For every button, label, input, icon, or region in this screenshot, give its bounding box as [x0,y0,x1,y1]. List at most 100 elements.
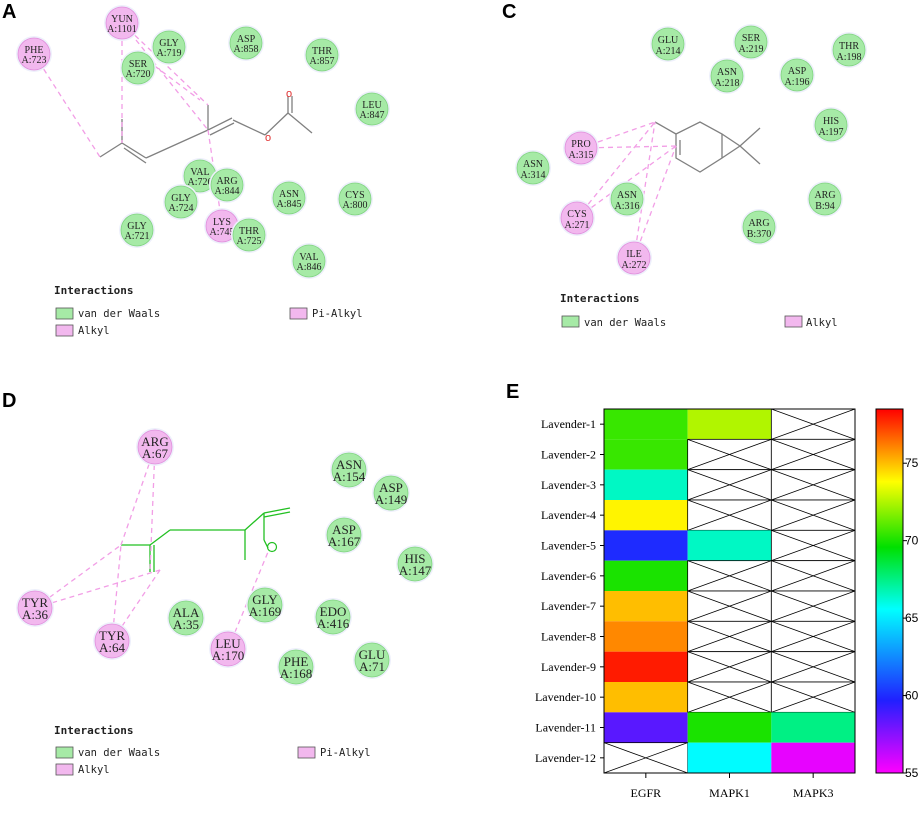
residue-name: ARG [814,190,835,201]
residue-name: ASN [617,190,637,201]
residue-id: A:847 [360,110,385,121]
residue-id: A:67 [142,446,169,461]
heatmap-cross [771,408,856,440]
residue-name: ARG [748,218,769,229]
residue-bubble [560,201,594,235]
heatmap-cell [604,409,688,440]
residue-name: PHE [25,45,44,56]
heatmap-cell [604,621,688,652]
heatmap-cross [687,438,772,471]
heatmap-cell [604,500,688,531]
residue-name: THR [839,41,859,52]
residue-bubble [210,631,246,667]
residue-bubble [734,25,768,59]
panel-a-residues: YUNA:1101PHEA:723GLYA:719SERA:720ASPA:85… [16,5,390,279]
residue-id: A:197 [819,127,844,138]
residue-bubble [610,182,644,216]
heatmap-cell [687,742,772,773]
residue-name: ASN [336,457,363,472]
residue-id: A:168 [280,666,313,681]
residue-id: A:719 [157,48,182,59]
residue-name: GLY [252,592,278,607]
residue-name: TYR [22,595,48,610]
residue-id: A:218 [715,78,740,89]
residue-bubble [832,33,866,67]
row-label: Lavender-7 [541,599,596,613]
residue-bubble [780,58,814,92]
panel-d-legend: Interactions van der Waals Alkyl Pi-Alky… [54,724,371,776]
heatmap-cell [687,409,772,440]
panel-c-label: C [502,1,516,23]
residue-name: VAL [299,252,318,263]
residue-name: ARG [216,176,237,187]
heatmap-cross [771,469,856,501]
residue-name: GLY [127,221,147,232]
residue-name: ILE [626,249,642,260]
residue-id: B:370 [747,229,771,240]
residue-id: B:94 [815,201,834,212]
row-label: Lavender-12 [535,751,596,765]
residue-id: A:315 [569,150,594,161]
row-label: Lavender-1 [541,417,596,431]
colorbar-tick-label: 60 [905,689,919,703]
colorbar-tick-label: 75 [905,456,919,470]
residue-bubble [315,599,351,635]
residue-id: A:196 [785,77,810,88]
panel-a-legend-pialkyl: Pi-Alkyl [312,308,363,320]
residue-id: A:720 [126,69,151,80]
residue-name: LYS [213,217,231,228]
panel-c-legend: Interactions van der Waals Alkyl [560,292,838,329]
colorbar-tick-label: 65 [905,611,919,625]
heatmap-cell [604,439,688,470]
heatmap-frame [603,408,856,774]
residue-id: A:800 [343,200,368,211]
residue-id: A:846 [297,262,322,273]
residue-id: A:272 [622,260,647,271]
residue-name: THR [312,46,332,57]
residue-id: A:858 [234,44,259,55]
panel-d-legend-alkyl: Alkyl [78,764,110,776]
residue-bubble [120,213,154,247]
panel-a-label: A [2,1,16,23]
residue-name: VAL [190,167,209,178]
residue-name: GLY [159,38,179,49]
residue-id: A:316 [615,201,640,212]
residue-bubble [564,131,598,165]
heatmap-cross [771,590,856,622]
panel-a-legend: Interactions van der Waals Alkyl Pi-Alky… [54,284,363,337]
residue-name: ASP [379,480,403,495]
residue-id: A:845 [277,199,302,210]
panel-c-legend-swatch-vdw [561,315,580,328]
panel-c-legend-swatch-alkyl [784,315,803,328]
residue-bubble [305,38,339,72]
heatmap-cross [687,469,772,501]
heatmap-cross [771,499,856,531]
heatmap-cross [771,529,856,562]
residue-id: A:219 [739,44,764,55]
residue-id: A:844 [215,186,240,197]
residue-id: A:71 [359,659,385,674]
row-label: Lavender-2 [541,448,596,462]
heatmap-cell [604,469,688,500]
heatmap-cell [771,742,855,773]
residue-name: CYS [567,209,586,220]
residue-bubble [105,6,139,40]
residue-bubble [397,546,433,582]
panel-d-legend-swatch-alkyl [55,763,74,776]
panel-d-legend-pialkyl: Pi-Alkyl [320,747,371,759]
residue-name: ARG [141,434,168,449]
